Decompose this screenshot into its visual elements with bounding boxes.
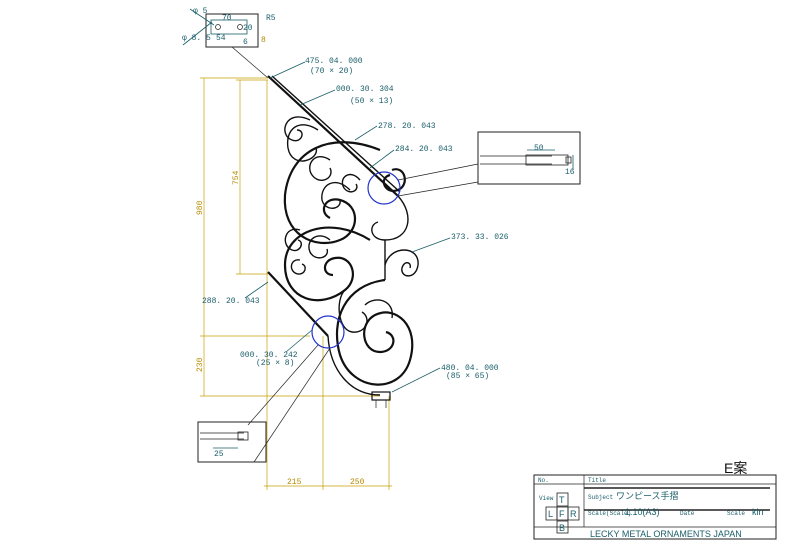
scroll-middle [309,156,332,181]
view-b: B [559,523,565,533]
label-top-bracket-size: (70 × 20) [310,67,353,76]
scroll-right-small [384,249,419,277]
railing-ironwork [267,75,419,408]
label-top-bracket: 475. 04. 000 [305,57,363,66]
bottom-plate [371,391,391,401]
top-diagonal-bar [267,75,399,197]
label-scroll-c: 373. 33. 026 [451,233,509,242]
plate-inner-label: 54 [216,34,226,43]
label-main-bar-size: (50 × 13) [350,97,393,106]
view-t: T [559,495,565,505]
dim-250: 250 [350,478,365,487]
top-plate-hole-left [215,24,221,30]
dim-980: 980 [196,200,205,215]
scroll-right-upper [382,168,406,192]
label-scroll-a: 278. 20. 043 [378,122,436,131]
dim-754: 754 [232,170,241,185]
scale-by-label: Scale [727,510,745,517]
radius-label: R5 [266,14,276,23]
top-plate-detail: φ 5 φ 8. 5 70 54 20 6 R5 8 [182,7,276,79]
detail-top-width: 50 [534,144,544,153]
label-main-bar: 000. 30. 304 [336,85,394,94]
hole-b-label: φ 8. 5 [182,34,211,43]
detail-circle-upper [367,171,401,205]
label-bottom-bar-size: (25 × 8) [256,359,294,368]
scroll-left-lower [283,226,371,302]
view-l: L [548,509,553,519]
subject-value: ワンピース手摺 [616,490,679,501]
view-label: View [539,495,554,502]
company-name: LECKY METAL ORNAMENTS JAPAN [590,529,742,539]
detail-bottom-width: 25 [214,450,224,459]
top-plate-inner [210,19,248,35]
variant-label: E案 [724,460,747,476]
subject-label: Subject [588,494,613,501]
label-scroll-b: 284. 20. 043 [395,145,453,154]
plate-side-label: 8 [261,36,266,45]
drawn-by-value: kin [752,507,764,517]
title-block-frame [533,474,777,540]
no-label: No. [538,477,549,484]
detail-box-top: 50 16 [477,131,581,185]
hole-a-label: φ 5 [193,7,208,16]
dim-230: 230 [196,357,205,372]
label-bottom-plate: 480. 04. 000 [441,364,499,373]
plate-width-label: 70 [222,14,232,23]
scale-value: 1:10(A3) [625,507,660,517]
view-r: R [570,509,577,519]
label-scroll-d: 288. 20. 043 [202,297,260,306]
scroll-bottom-spiral [335,278,414,386]
label-bottom-plate-size: (85 × 65) [446,372,489,381]
part-labels: 475. 04. 000 (70 × 20) 000. 30. 304 (50 … [202,57,509,393]
detail-box-bottom: 25 [197,421,267,463]
view-f: F [559,509,565,519]
title-block: E案 No. Title View Subject ワンピース手摺 Scale(… [533,460,777,540]
dimension-lines: 980 754 230 215 250 [196,77,392,490]
detail-circle-lower [311,315,345,349]
lower-diagonal-bar [267,271,329,337]
top-plate-hole-right [237,24,243,30]
scroll-upper-c [283,141,381,245]
scale-label: Scale(Scale) [588,510,631,517]
detail-top-height: 16 [565,168,575,177]
plate-height-label: 20 [243,24,253,33]
label-bottom-bar: 000. 30. 242 [240,351,298,360]
date-label: Date [680,510,695,517]
plate-thickness-label: 6 [243,38,248,47]
scroll-top-small [284,116,311,142]
title-label: Title [588,477,606,484]
dim-215: 215 [287,478,302,487]
